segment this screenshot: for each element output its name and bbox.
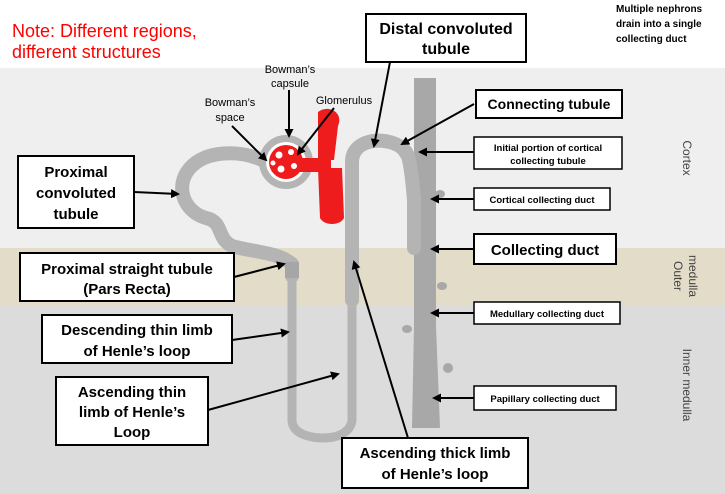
bowmans-space-label-2: space: [215, 112, 244, 124]
svg-text:limb of Henle’s: limb of Henle’s: [79, 404, 185, 421]
arrow-glomerulus: [296, 107, 335, 156]
proximal-convoluted-tubule: [175, 146, 299, 283]
collecting-duct-upper: [414, 78, 436, 328]
label-cortical-collecting-duct: Cortical collecting duct: [473, 187, 611, 211]
svg-text:Distal convoluted: Distal convoluted: [379, 21, 512, 38]
outer-medulla-label-1: Outer: [671, 261, 685, 291]
collecting-duct-lower: [412, 326, 440, 428]
label-proximal-convoluted-tubule: Proximal convoluted tubule: [17, 155, 135, 229]
arrow-bowmans-space: [231, 125, 268, 162]
label-collecting-duct: Collecting duct: [473, 233, 617, 265]
pointer-arrows: [133, 61, 475, 439]
multiple-nephrons-line-1: Multiple nephrons: [616, 4, 703, 15]
inner-medulla-label: Inner medulla: [680, 349, 694, 422]
label-ascending-thin-limb: Ascending thin limb of Henle’s Loop: [55, 376, 209, 446]
label-papillary-collecting-duct: Papillary collecting duct: [473, 385, 617, 411]
svg-text:Descending thin limb: Descending thin limb: [61, 322, 213, 339]
svg-text:Loop: Loop: [114, 424, 151, 441]
svg-text:tubule: tubule: [422, 41, 470, 58]
svg-text:Collecting duct: Collecting duct: [491, 242, 599, 259]
svg-text:Initial portion of cortical: Initial portion of cortical: [494, 143, 602, 154]
note-line-2: different structures: [12, 42, 161, 62]
svg-text:Proximal straight tubule: Proximal straight tubule: [41, 261, 213, 278]
arrow-desc-thin: [231, 328, 290, 341]
label-ascending-thick-limb: Ascending thick limb of Henle’s loop: [341, 437, 529, 489]
duct-branch-4: [443, 363, 453, 373]
outer-medulla-label-2: medulla: [686, 255, 700, 297]
svg-text:Ascending thin: Ascending thin: [78, 384, 186, 401]
arrow-asc-thick: [351, 260, 409, 439]
bowmans-capsule-label-2: capsule: [271, 78, 309, 90]
arrow-pst: [233, 261, 286, 278]
cortex-label: Cortex: [680, 140, 694, 175]
label-descending-thin-limb: Descending thin limb of Henle’s loop: [41, 314, 233, 364]
glomerulus-holes: [270, 149, 297, 173]
duct-branch-3: [402, 325, 412, 333]
svg-text:of Henle’s loop: of Henle’s loop: [382, 466, 489, 483]
renal-corpuscle: [259, 108, 344, 224]
label-initial-cortical-collecting-tubule: Initial portion of cortical collecting t…: [473, 136, 623, 170]
svg-text:Connecting tubule: Connecting tubule: [488, 96, 611, 112]
multiple-nephrons-line-3: collecting duct: [616, 34, 687, 45]
arrow-pct: [133, 189, 180, 199]
glomerulus-label: Glomerulus: [316, 95, 373, 107]
svg-text:collecting tubule: collecting tubule: [510, 156, 585, 167]
svg-text:of Henle’s loop: of Henle’s loop: [84, 343, 191, 360]
svg-text:Papillary collecting duct: Papillary collecting duct: [490, 394, 600, 405]
pars-recta-cap: [285, 262, 299, 278]
connecting-tubule: [399, 145, 421, 255]
svg-text:convoluted: convoluted: [36, 185, 116, 202]
bowmans-space-label-1: Bowman’s: [205, 97, 256, 109]
label-medullary-collecting-duct: Medullary collecting duct: [473, 301, 621, 325]
label-distal-convoluted-tubule: Distal convoluted tubule: [365, 13, 527, 63]
svg-text:Cortical collecting duct: Cortical collecting duct: [489, 195, 595, 206]
svg-text:tubule: tubule: [54, 206, 99, 223]
duct-branch-2: [437, 282, 447, 290]
arrow-connecting: [400, 103, 475, 145]
svg-text:(Pars Recta): (Pars Recta): [83, 281, 171, 298]
arrow-asc-thin: [207, 371, 340, 411]
note-line-1: Note: Different regions,: [12, 21, 197, 41]
label-connecting-tubule: Connecting tubule: [475, 89, 623, 119]
collecting-duct: [402, 78, 453, 428]
svg-text:Ascending thick limb: Ascending thick limb: [360, 445, 511, 462]
duct-branch-1: [435, 190, 445, 198]
bowmans-capsule-label-1: Bowman’s: [265, 64, 316, 76]
svg-text:Proximal: Proximal: [44, 164, 107, 181]
arrow-distal: [370, 61, 391, 148]
label-proximal-straight-tubule: Proximal straight tubule (Pars Recta): [19, 252, 235, 302]
multiple-nephrons-line-2: drain into a single: [616, 19, 702, 30]
svg-text:Medullary collecting duct: Medullary collecting duct: [490, 309, 605, 320]
